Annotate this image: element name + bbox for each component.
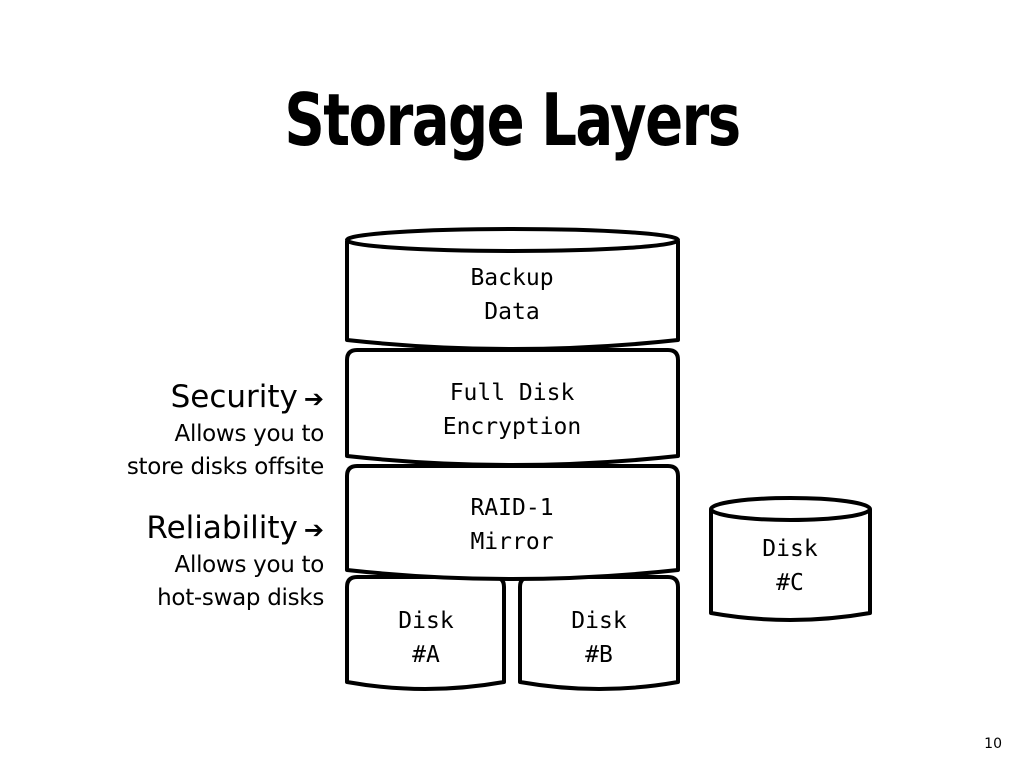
disk-b-cylinder: Disk #B bbox=[518, 575, 680, 691]
disk-c-label-line1: Disk bbox=[762, 536, 818, 562]
encryption-layer: Full Disk Encryption bbox=[345, 348, 680, 467]
right-arrow-icon: ➔ bbox=[303, 385, 324, 413]
slide-title: Storage Layers bbox=[284, 78, 741, 162]
security-annotation: Security➔ Allows you to store disks offs… bbox=[127, 378, 324, 484]
encryption-label-line1: Full Disk bbox=[450, 380, 575, 406]
right-arrow-icon: ➔ bbox=[303, 516, 324, 544]
security-description-line2: store disks offsite bbox=[126, 454, 324, 480]
reliability-description-line2: hot-swap disks bbox=[157, 585, 324, 611]
backup-data-layer: Backup Data bbox=[345, 227, 680, 351]
raid-mirror-layer: RAID-1 Mirror bbox=[345, 464, 680, 581]
page-number: 10 bbox=[984, 736, 1002, 752]
backup-label-line1: Backup bbox=[470, 265, 553, 291]
disk-c-label-line2: #C bbox=[776, 570, 804, 596]
reliability-annotation: Reliability➔ Allows you to hot-swap disk… bbox=[146, 509, 324, 615]
encryption-label-line2: Encryption bbox=[443, 414, 581, 440]
security-heading: Security bbox=[170, 379, 298, 415]
disk-c-cylinder: Disk #C bbox=[709, 496, 872, 622]
disk-b-label-line1: Disk bbox=[571, 608, 627, 634]
security-description-line1: Allows you to bbox=[174, 421, 325, 447]
reliability-heading: Reliability bbox=[146, 510, 298, 546]
raid-label-line1: RAID-1 bbox=[470, 495, 553, 521]
disk-a-label-line2: #A bbox=[412, 642, 440, 668]
security-heading-row: Security➔ bbox=[127, 378, 324, 418]
reliability-heading-row: Reliability➔ bbox=[146, 509, 324, 549]
backup-label-line2: Data bbox=[484, 299, 539, 325]
raid-label-line2: Mirror bbox=[470, 529, 553, 555]
disk-a-label-line1: Disk bbox=[398, 608, 454, 634]
disk-a-cylinder: Disk #A bbox=[345, 575, 506, 691]
reliability-description-line1: Allows you to bbox=[174, 552, 325, 578]
disk-b-label-line2: #B bbox=[585, 642, 613, 668]
